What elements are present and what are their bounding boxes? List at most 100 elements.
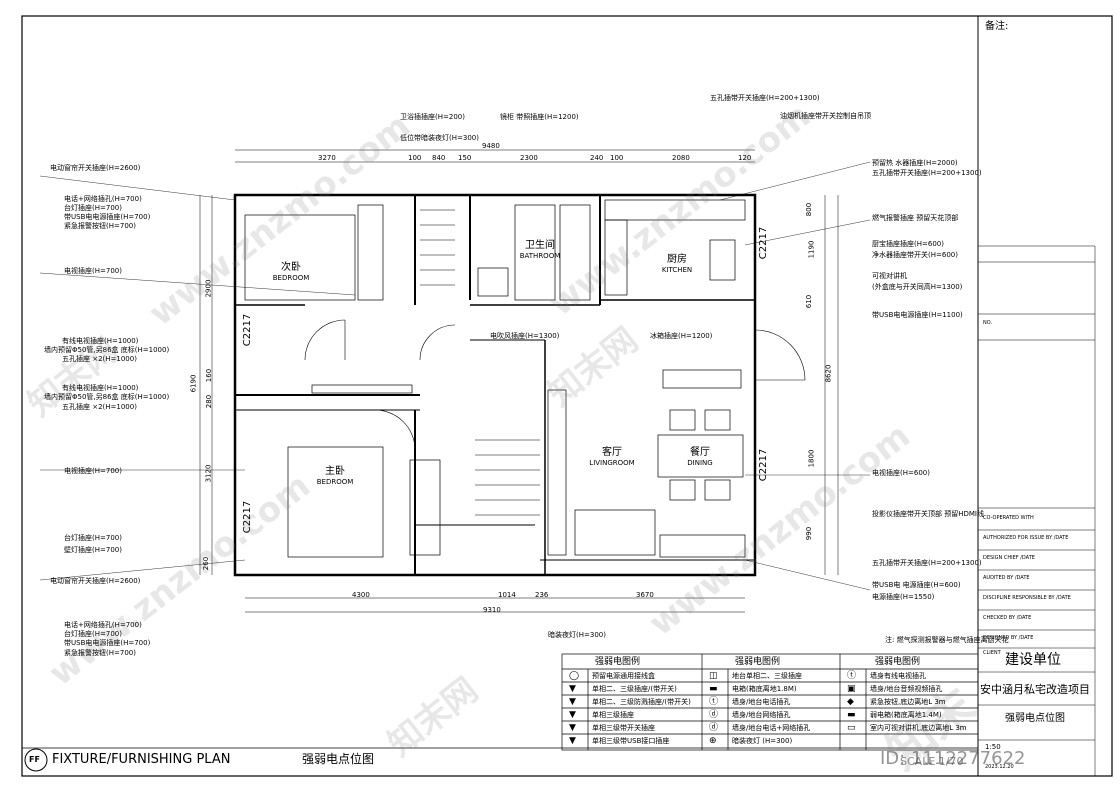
ceiling-mark: C2217 (242, 500, 254, 534)
annotation: 带USB电电源插座(H=1100) (872, 311, 963, 319)
dim-left: 260 (202, 556, 211, 571)
annotation: 带USB电 电源插座(H=600) (872, 581, 961, 589)
dim-right: 8620 (824, 364, 833, 383)
annotation: 投影仪插座带开关顶部 预留HDMI线 (872, 510, 984, 518)
legend-item: 室内可视对讲机,底边离地L 3m (870, 724, 967, 732)
titleblock-row: AUTHORIZED FOR ISSUE BY /DATE (983, 535, 1069, 541)
legend-title: 强弱电图例 (735, 657, 781, 667)
dim-top: 2300 (520, 154, 538, 162)
annotation: 电话+网络插孔(H=700) (64, 621, 142, 629)
legend-item: 弱电箱(箱底离地1.4M) (870, 711, 942, 719)
scale-value: 1:50 (985, 743, 1001, 751)
annotation: 电视插座(H=700) (64, 267, 122, 275)
junction-box-icon: ◯ (569, 671, 580, 681)
annotation: 带USB电电源插座(H=700) (64, 213, 151, 221)
legend-item: 预留电源通用接线盒 (592, 672, 655, 680)
client-name: 建设单位 (1005, 652, 1061, 668)
annotation: 五孔插带开关插座(H=200+1300) (710, 94, 820, 102)
dim-left: 160 (205, 368, 214, 383)
ceiling-mark: C2217 (758, 448, 770, 482)
annotation: (外盒底与开关同高H=1300) (872, 283, 963, 291)
dim-top: 120 (738, 154, 752, 162)
annotation: 紧急报警按钮(H=700) (64, 649, 136, 657)
waterproof-socket-icon: ▼ (569, 697, 576, 707)
socket-icon: ▼ (569, 710, 576, 720)
ceiling-mark: C2217 (242, 313, 254, 347)
dim-top: 3270 (318, 154, 336, 162)
annotation: 燃气报警插座 预留天花顶部 (872, 214, 959, 222)
dim-right: 990 (805, 526, 814, 541)
titleblock-row: DESIGNED BY /DATE (983, 635, 1034, 641)
annotation: 厨宝插座插座(H=600) (872, 240, 944, 248)
annotation: 可视对讲机 (872, 272, 907, 280)
legend-item: 地台单相二、三级插座 (732, 672, 802, 680)
dim-left: 2900 (204, 279, 213, 298)
dim-right: 610 (805, 294, 814, 309)
emergency-button-icon: ◆ (847, 697, 854, 707)
annotation: 有线电视插座(H=1000) (62, 384, 139, 392)
date-value: 2023.12.20 (985, 764, 1014, 770)
titleblock-row: CHECKED BY /DATE (983, 615, 1032, 621)
ceiling-mark: C2217 (758, 226, 770, 260)
dim-right: 800 (805, 202, 814, 217)
phone-network-jack-icon: ⓓ (709, 723, 719, 733)
legend-item: 墙身/地台电话插孔 (732, 698, 791, 706)
annotation: 预留热 水器插座(H=2000) (872, 159, 958, 167)
annotation: 电动窗帘开关插座(H=2600) (50, 577, 141, 585)
footer-badge: FF (29, 755, 40, 764)
legend-item: 紧急按钮,底边离地L 3m (870, 698, 946, 706)
legend-item: 单相三级带开关插座 (592, 724, 655, 732)
legend-item: 墙身/地台电话+网络插孔 (732, 724, 811, 732)
annotation: 电视插座(H=700) (64, 467, 122, 475)
dim-right: 1800 (807, 449, 816, 468)
power-box-icon: ▬ (709, 684, 718, 694)
annotation: 有线电视插座(H=1000) (62, 337, 139, 345)
dim-left: 6190 (189, 374, 198, 393)
annotation: 壁灯插座(H=700) (64, 546, 122, 554)
dim-top: 840 (432, 154, 446, 162)
footer-title-en: FIXTURE/FURNISHING PLAN (52, 752, 231, 767)
legend-title: 强弱电图例 (595, 657, 641, 667)
door-swings (304, 319, 806, 451)
annotation: 五孔插带开关插座(H=200+1300) (872, 559, 982, 567)
furniture (244, 199, 746, 558)
titleblock-row: CLIENT (983, 650, 1001, 656)
annotation: 五孔插带开关插座(H=200+1300) (872, 169, 982, 177)
footer-badge-circle (24, 748, 48, 772)
dim-top: 9480 (482, 142, 500, 150)
annotation: 净水器插座带开关(H=600) (872, 251, 958, 259)
legend-title: 强弱电图例 (875, 657, 921, 667)
annotation: 台灯插座(H=700) (64, 630, 122, 638)
dim-right: 1190 (807, 240, 816, 259)
legend-item: 单相二、三级防溅插座/(带开关) (592, 698, 691, 706)
dim-top: 100 (610, 154, 624, 162)
dim-left: 280 (205, 394, 214, 409)
legend-item: 墙身/地台音频视频插孔 (870, 685, 943, 693)
annotation: 电源插座(H=1550) (872, 593, 935, 601)
dim-top: 100 (408, 154, 422, 162)
legend-item: 电箱(箱底离地1.8M) (732, 685, 797, 693)
phone-jack-icon: ⓣ (709, 697, 719, 707)
usb-socket-icon: ▼ (569, 736, 576, 746)
annotation: 墙内预留Φ50管,另86盒 底标(H=1000) (44, 346, 170, 354)
dim-top: 240 (590, 154, 604, 162)
annotation: 低位带暗装夜灯(H=300) (400, 134, 479, 142)
dim-bottom: 9310 (483, 606, 501, 614)
annotation: 紧急报警按钮(H=700) (64, 222, 136, 230)
dim-left: 3120 (204, 464, 213, 483)
drawing-name: 强弱电点位图 (1005, 713, 1065, 724)
intercom-icon: ▭ (847, 723, 856, 733)
walls (233, 193, 757, 577)
titleblock-row: NO. (983, 320, 993, 326)
av-jack-icon: ▣ (847, 684, 856, 694)
weak-current-box-icon: ▬ (847, 710, 856, 720)
legend-item: 墙身/地台网络插孔 (732, 711, 791, 719)
notes-label: 备注: (985, 21, 1009, 32)
dim-bottom: 3670 (636, 591, 654, 599)
legend-item: 单相三级插座 (592, 711, 634, 719)
